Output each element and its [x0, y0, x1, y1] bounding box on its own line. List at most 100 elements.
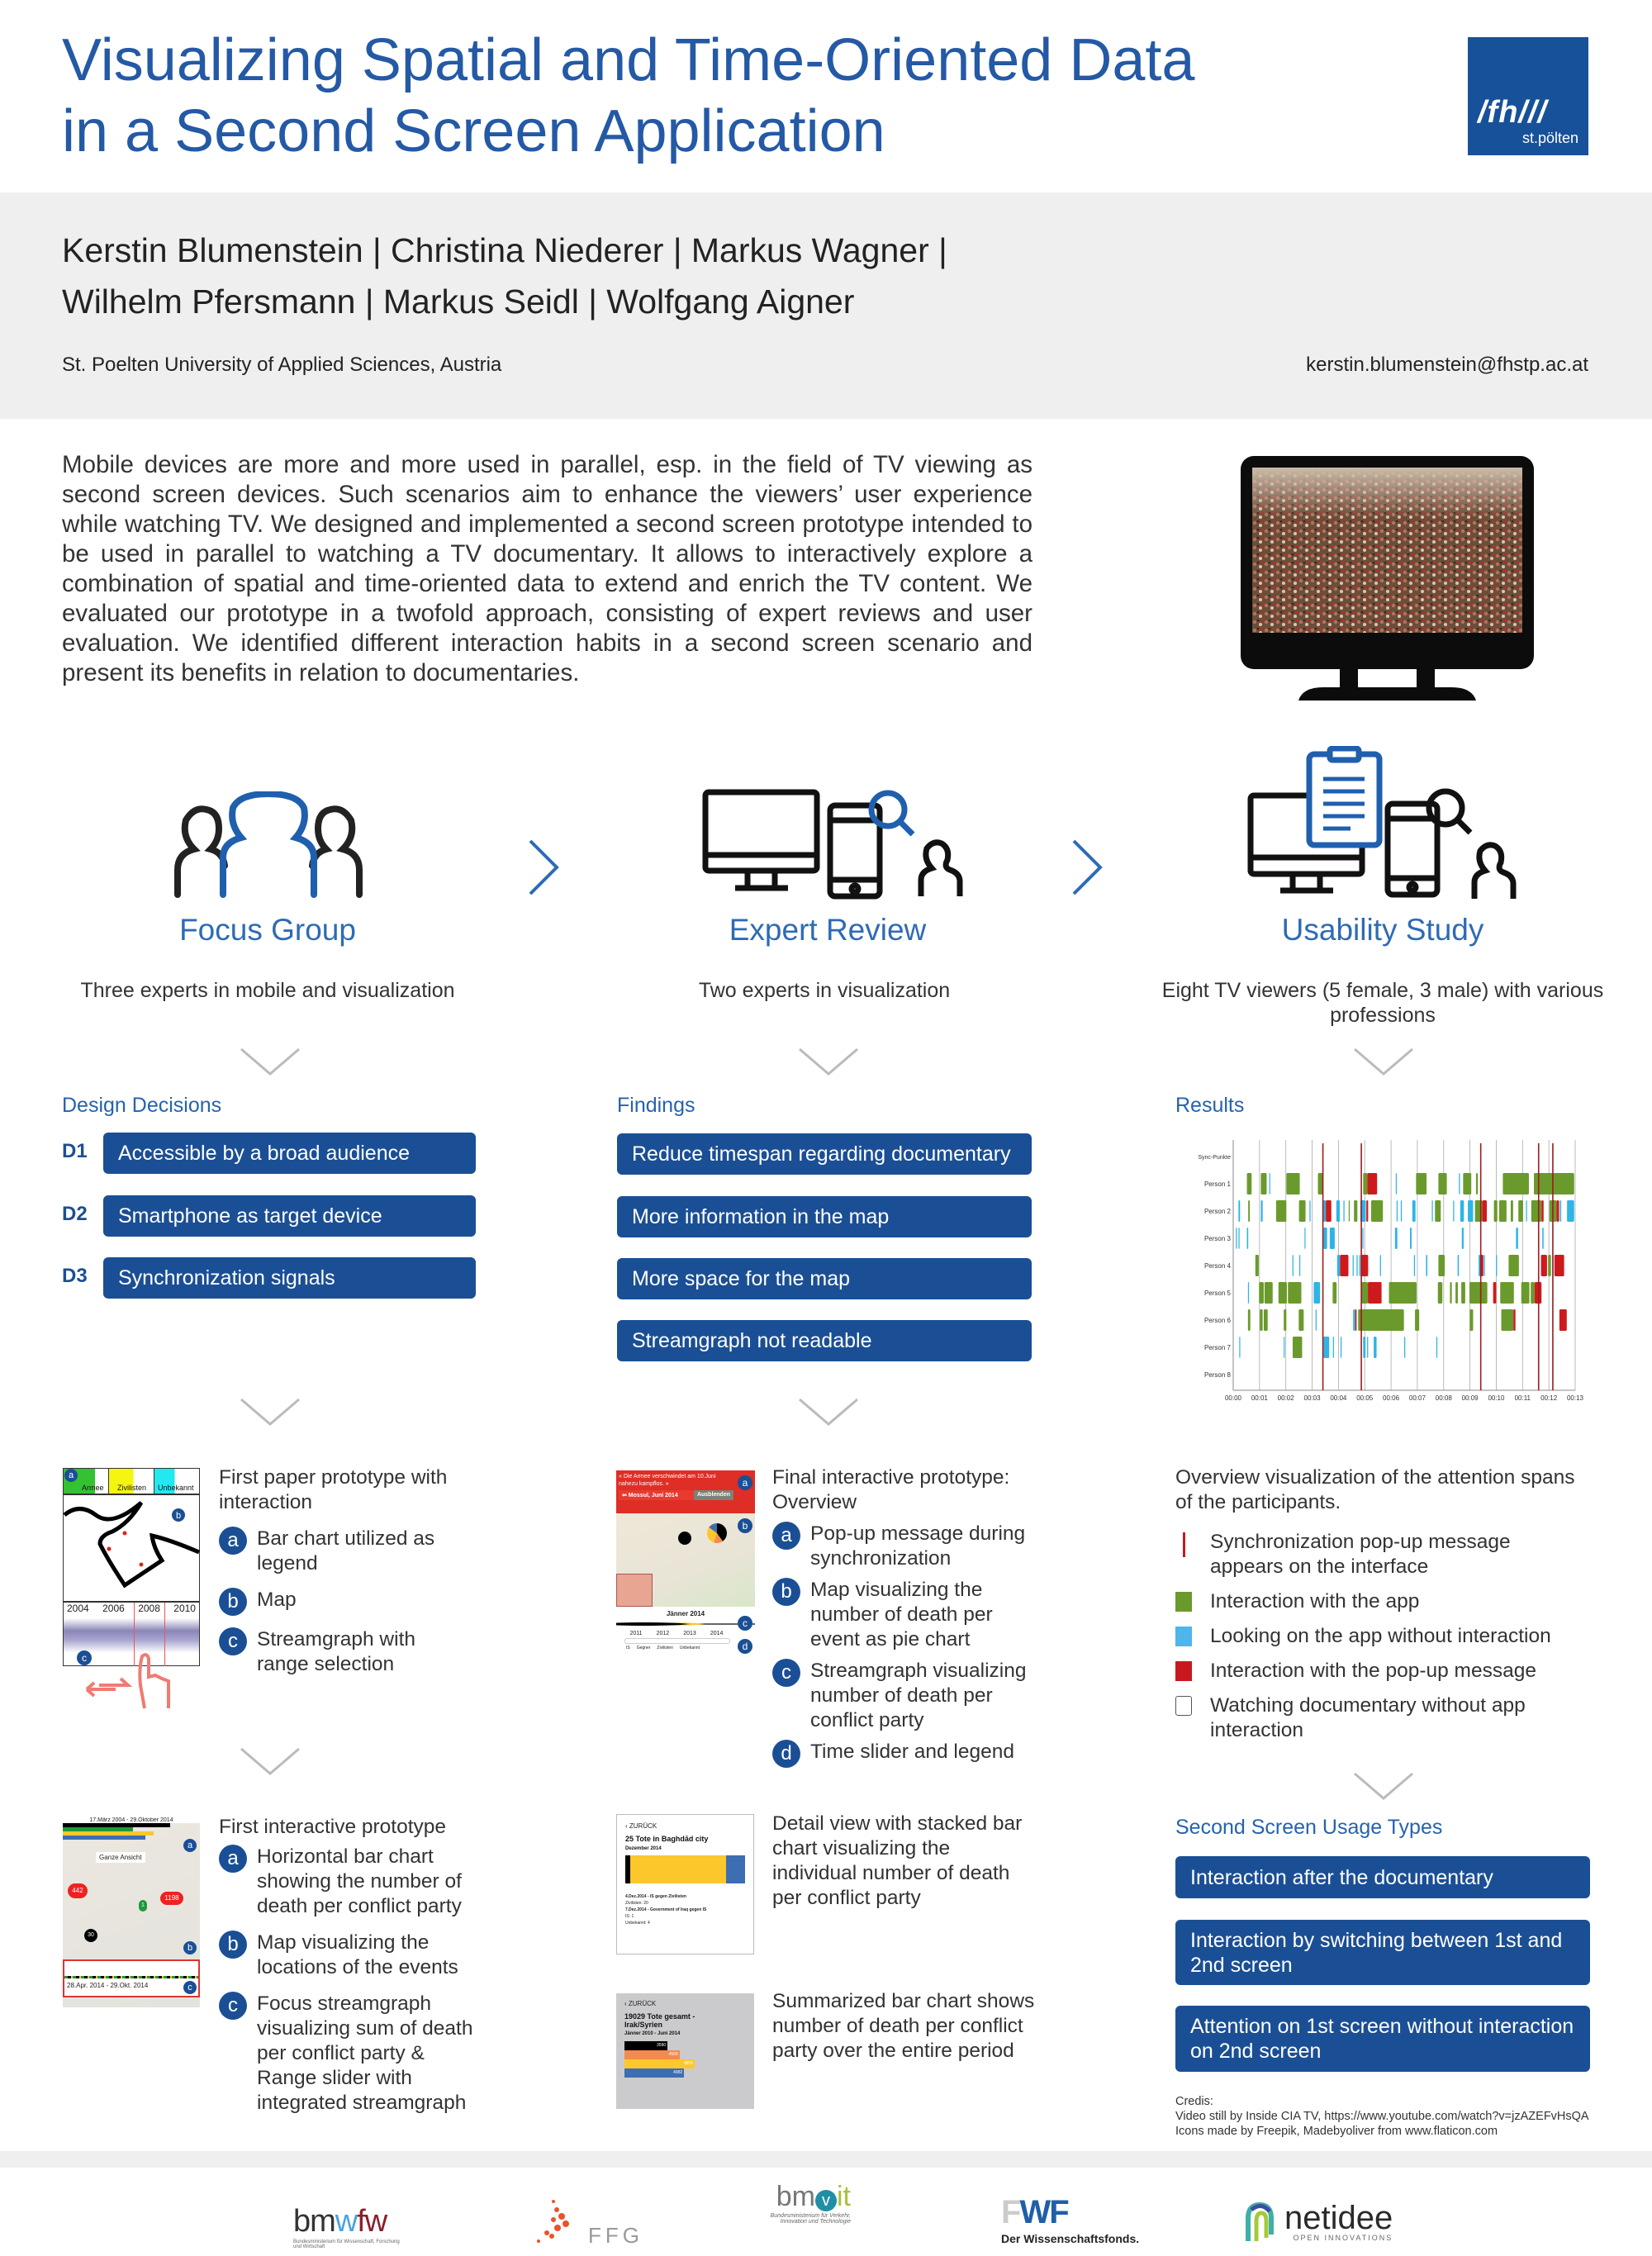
interval-bar	[1554, 1255, 1564, 1276]
empty-marker	[1175, 1696, 1192, 1716]
badge-b: b	[219, 1588, 247, 1616]
interval-bar	[1437, 1282, 1443, 1304]
interval-bar	[1469, 1309, 1474, 1331]
tv-icon	[1241, 456, 1534, 701]
interval-bar	[1352, 1255, 1354, 1276]
event: 7.Dez.2014 - Government of Iraq gegen IS	[625, 1907, 707, 1912]
usage-type-pill: Attention on 1st screen without interact…	[1175, 2006, 1590, 2072]
interval-bar	[1284, 1309, 1287, 1331]
interval-bar	[1315, 1309, 1317, 1331]
period-label: 28.Apr. 2014 - 29.Okt. 2014	[67, 1982, 149, 1989]
x-tick-label: 00:00	[1225, 1394, 1242, 1402]
summary-bar: 5858	[624, 2059, 695, 2068]
prototype-intro: First interactive prototype	[219, 1816, 447, 1838]
interval-bar	[1317, 1173, 1323, 1194]
interval-bar	[1531, 1200, 1542, 1222]
footer-band	[0, 2151, 1652, 2168]
legend-label: Zivilisten	[117, 1484, 147, 1492]
back-link: ‹ ZURÜCK	[624, 2000, 657, 2007]
interval-bar	[1540, 1255, 1547, 1276]
d3-label: D3	[62, 1265, 88, 1287]
row-label: Person 4	[1204, 1262, 1232, 1270]
usage-type-pill: Interaction after the documentary	[1175, 1856, 1590, 1898]
authors: Kerstin Blumenstein | Christina Niederer…	[62, 225, 947, 327]
year: 2014	[710, 1631, 724, 1636]
x-tick-label: 00:10	[1488, 1394, 1505, 1402]
interval-bar	[1236, 1228, 1237, 1249]
interval-bar	[1548, 1255, 1551, 1276]
design-decision-pill: Accessible by a broad audience	[103, 1133, 476, 1174]
sync-line-marker	[1175, 1532, 1192, 1557]
badge-c: c	[738, 1616, 752, 1631]
badge-a: a	[64, 1469, 78, 1482]
interval-bar	[1362, 1228, 1364, 1249]
ffg-dots-icon	[537, 2200, 569, 2243]
detail-view-image: ‹ ZURÜCK 25 Tote in Baghdād city Dezembe…	[616, 1814, 754, 1954]
summary-description: Summarized bar chart shows number of dea…	[772, 1990, 1035, 2062]
design-decisions-heading: Design Decisions	[62, 1094, 222, 1117]
cluster-marker: 442	[68, 1883, 88, 1898]
ffg-logo: FFG	[529, 2193, 639, 2251]
row-label: Person 5	[1204, 1289, 1232, 1297]
x-tick-label: 00:08	[1436, 1394, 1453, 1402]
interval-bar	[1394, 1228, 1398, 1249]
interval-bar	[1313, 1282, 1321, 1304]
legend-label: Zivilisten	[657, 1646, 673, 1650]
interval-bar	[1358, 1309, 1404, 1331]
usage-type-pill: Interaction by switching between 1st and…	[1175, 1920, 1590, 1985]
column-subtitle: Three experts in mobile and visualizatio…	[80, 979, 455, 1002]
column-title-expert-review: Expert Review	[729, 913, 927, 947]
interval-bar	[1510, 1200, 1513, 1222]
badge-b: b	[183, 1941, 197, 1954]
interval-bar	[1278, 1282, 1287, 1304]
interval-bar	[1323, 1337, 1330, 1358]
interval-bar	[1436, 1337, 1438, 1358]
interval-bar	[1502, 1173, 1529, 1194]
interval-bar	[1263, 1309, 1268, 1331]
group-icon	[174, 791, 363, 898]
interval-bar	[1353, 1309, 1355, 1331]
badge-b: b	[219, 1931, 247, 1959]
interval-bar	[1361, 1282, 1369, 1304]
interval-bar	[1541, 1200, 1544, 1222]
item-text: Horizontal bar chart showing the number …	[257, 1845, 462, 1917]
interval-bar	[1255, 1255, 1259, 1276]
item-text: Time slider and legend	[810, 1741, 1014, 1763]
badge-a: a	[738, 1475, 752, 1490]
interval-bar	[1496, 1255, 1498, 1276]
row-label: Person 1	[1204, 1180, 1232, 1188]
legend-label: Unbekannt	[679, 1646, 700, 1650]
interval-bar	[1286, 1173, 1300, 1194]
logo-mark: /fh///	[1478, 95, 1548, 130]
detail-view-description: Detail view with stacked bar chart visua…	[772, 1812, 1023, 1909]
legend-text: Interaction with the pop-up message	[1210, 1660, 1536, 1682]
interval-bar	[1389, 1282, 1417, 1304]
row-label: Person 7	[1204, 1344, 1232, 1351]
summary-bar: 4982	[624, 2068, 685, 2078]
interval-bar	[1354, 1200, 1358, 1222]
clipboard-devices-icon	[1247, 746, 1517, 899]
badge-d: d	[738, 1639, 752, 1654]
blue-marker	[1175, 1627, 1192, 1646]
x-tick-label: 00:06	[1383, 1394, 1400, 1402]
credits: Credis: Video still by Inside CIA TV, ht…	[1175, 2094, 1589, 2139]
chevron-down-icon	[240, 1047, 301, 1077]
interval-bar	[1463, 1173, 1472, 1194]
interval-bar	[1493, 1282, 1497, 1304]
x-tick-label: 00:02	[1278, 1394, 1295, 1402]
usage-types-heading: Second Screen Usage Types	[1175, 1816, 1443, 1839]
interval-bar	[1360, 1255, 1369, 1276]
interval-bar	[1298, 1200, 1306, 1222]
interval-bar	[1567, 1200, 1574, 1222]
x-tick-label: 00:11	[1515, 1394, 1531, 1402]
design-decision-pill: Smartphone as target device	[103, 1195, 476, 1237]
badge-b: b	[738, 1518, 752, 1533]
interval-bar	[1556, 1200, 1559, 1222]
badge-c: c	[219, 1992, 247, 2020]
interval-bar	[1288, 1282, 1302, 1304]
interval-bar	[1248, 1200, 1251, 1222]
netidee-text: netidee	[1284, 2200, 1393, 2236]
interval-bar	[1259, 1282, 1264, 1304]
sponsor-sub: OPEN INNOVATIONS	[1293, 2234, 1393, 2242]
